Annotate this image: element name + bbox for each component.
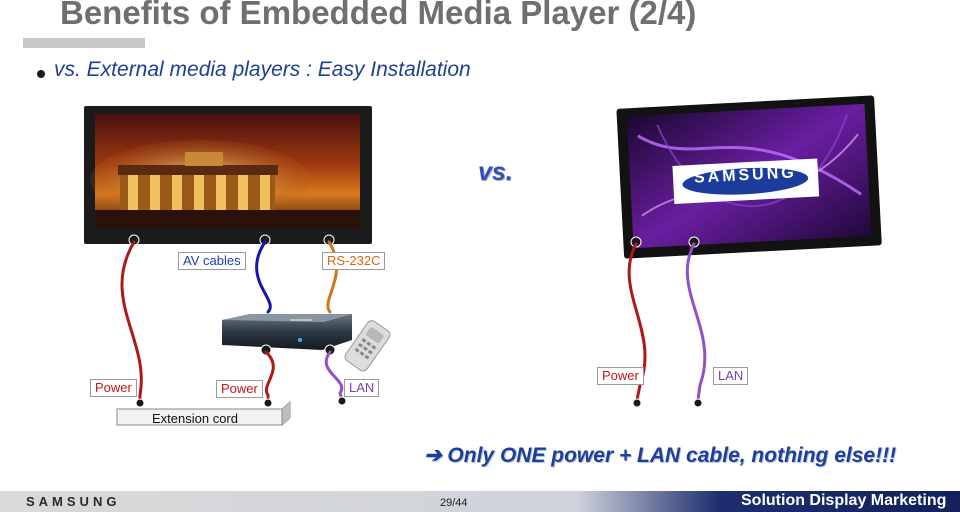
extension-cord — [116, 400, 291, 426]
footer-department: Solution Display Marketing — [741, 492, 947, 509]
external-media-player — [222, 314, 352, 356]
bullet-text: vs. External media players : Easy Instal… — [54, 58, 471, 81]
extension-cord-label: Extension cord — [152, 411, 238, 426]
conclusion-text: ➔ Only ONE power + LAN cable, nothing el… — [424, 444, 897, 467]
power-label-right: Power — [597, 367, 644, 385]
lan-cable-left — [324, 350, 344, 402]
power-cable-player — [264, 350, 275, 405]
page-number: 29/44 — [440, 497, 468, 509]
power-label-display: Power — [90, 379, 137, 397]
footer-samsung-logo: SAMSUNG — [26, 494, 121, 509]
rs232c-cable — [326, 240, 339, 314]
left-display — [84, 106, 372, 246]
lan-label-left: LAN — [344, 379, 380, 397]
vs-label: vs. — [478, 158, 513, 186]
remote-control-icon — [344, 320, 391, 372]
title-underline-bar — [23, 38, 145, 48]
rs232c-label: RS-232C — [322, 252, 386, 270]
footer-band — [0, 491, 960, 512]
power-cable-display — [120, 240, 143, 405]
av-cable — [255, 240, 272, 314]
av-cables-label: AV cables — [178, 252, 246, 270]
power-label-player: Power — [216, 380, 263, 398]
right-display — [616, 95, 882, 259]
slide-title: Benefits of Embedded Media Player (2/4) — [60, 0, 697, 31]
lan-cable-right — [685, 242, 707, 402]
lan-label-right: LAN — [713, 367, 749, 385]
bullet-icon — [37, 70, 45, 78]
